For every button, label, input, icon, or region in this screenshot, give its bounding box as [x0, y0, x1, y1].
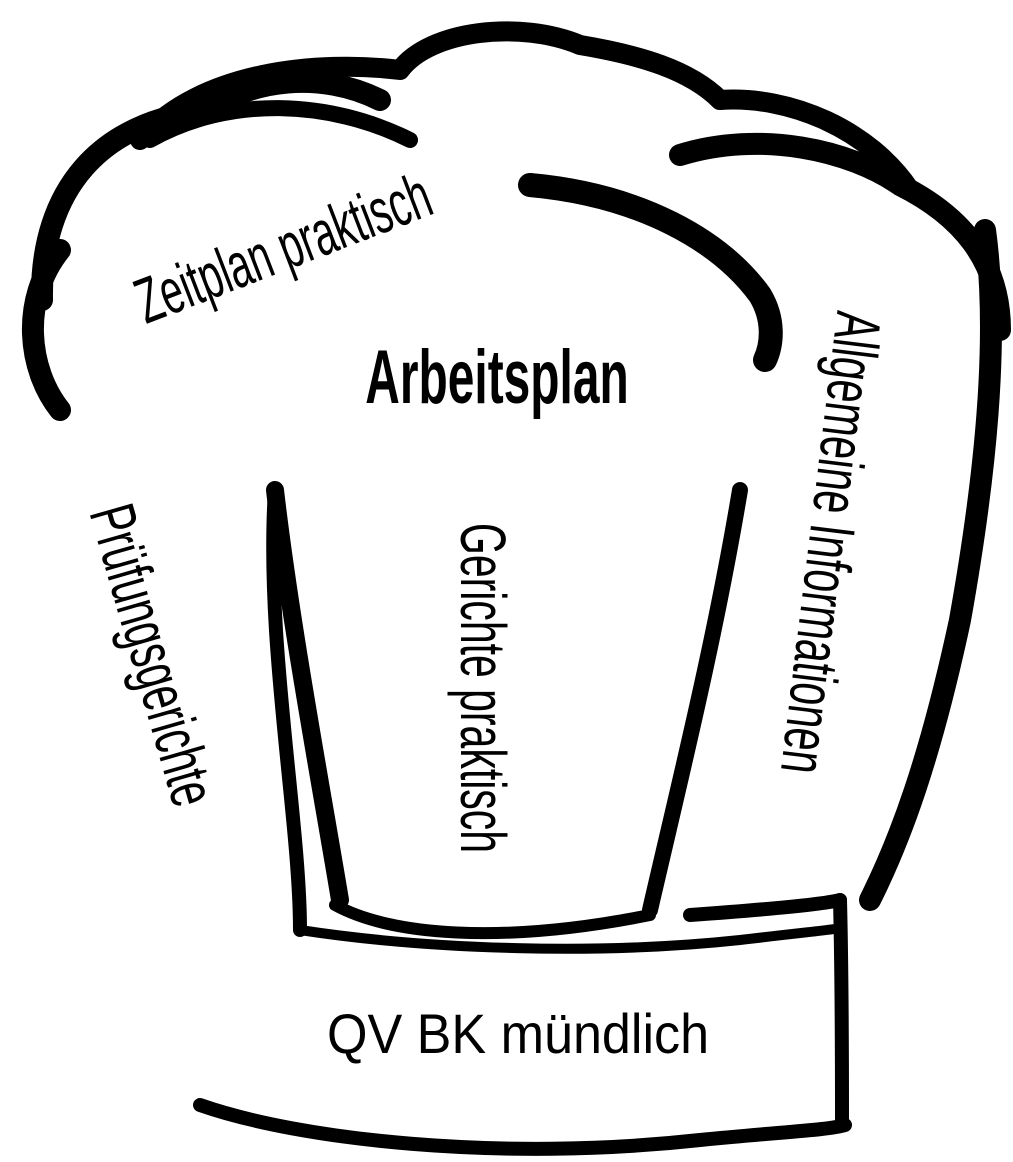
- hat-right-top-puff: [680, 144, 1000, 330]
- hat-middle-panel-right: [650, 490, 740, 910]
- label-gerichte-praktisch[interactable]: Gerichte praktisch: [451, 523, 515, 853]
- label-arbeitsplan[interactable]: Arbeitsplan: [365, 340, 628, 416]
- label-qv-bk-muendlich[interactable]: QV BK mündlich: [327, 1006, 709, 1062]
- hat-inner-right-curve: [530, 185, 771, 360]
- hat-middle-panel-bottom: [335, 905, 650, 933]
- hat-band-bottom: [200, 1105, 845, 1149]
- hat-right-panel-edge: [690, 900, 840, 915]
